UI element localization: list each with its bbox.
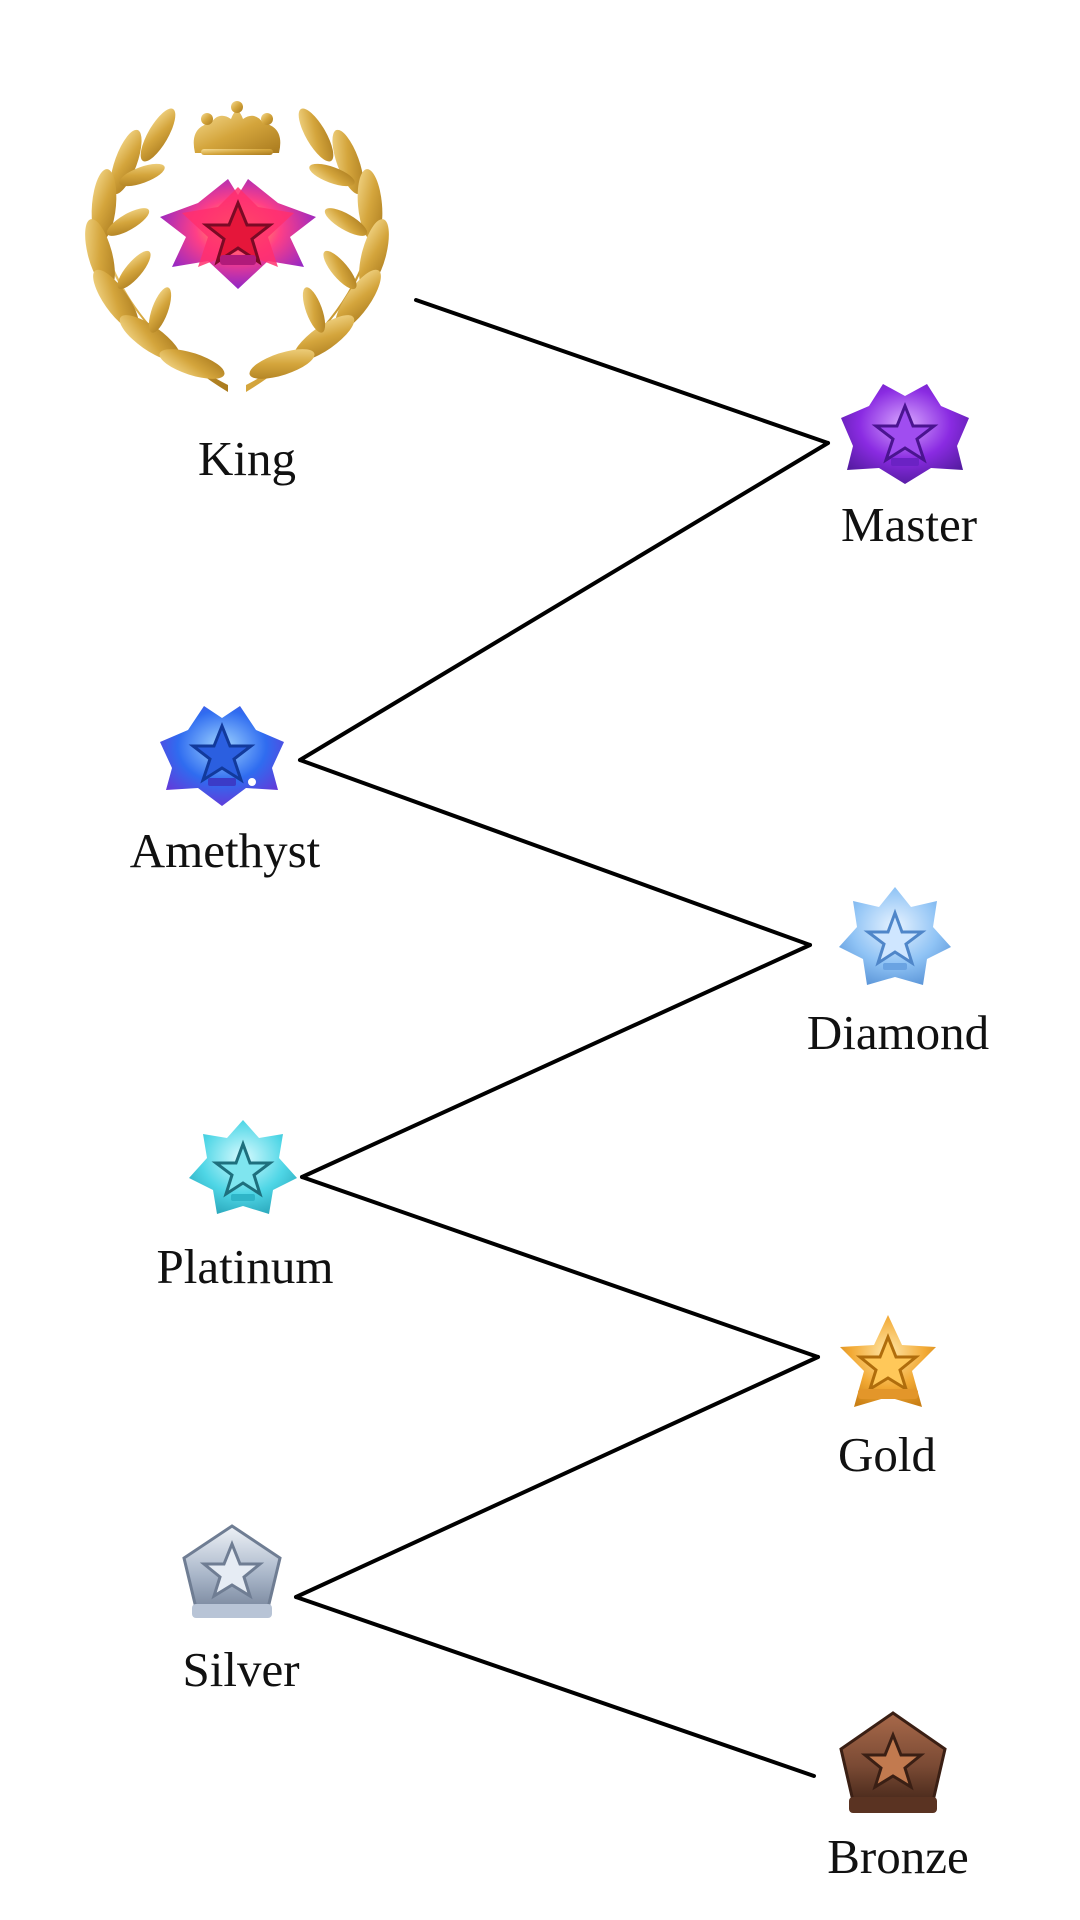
- rank-label-silver: Silver: [182, 1642, 300, 1697]
- rank-label-diamond: Diamond: [806, 1005, 990, 1060]
- connector-platinum-gold: [300, 1175, 820, 1359]
- rank-label-amethyst: Amethyst: [129, 823, 321, 878]
- amethyst-badge-icon: [160, 706, 284, 806]
- rank-label-bronze: Bronze: [827, 1829, 969, 1884]
- bronze-badge-icon: [839, 1711, 947, 1813]
- silver-badge-icon: [182, 1524, 282, 1618]
- connector-king-master: [414, 298, 830, 445]
- laurel-left-icon: [85, 108, 228, 392]
- connector-master-amethyst: [298, 441, 830, 762]
- master-badge-icon: [841, 384, 969, 484]
- connector-silver-bronze: [294, 1595, 816, 1778]
- connector-gold-silver: [294, 1355, 820, 1599]
- gold-badge-icon: [840, 1315, 936, 1407]
- connector-diamond-platinum: [300, 943, 812, 1179]
- rank-label-gold: Gold: [838, 1427, 936, 1482]
- crown-ornament-icon: [193, 101, 281, 155]
- king-badge-icon: [85, 101, 389, 392]
- diamond-badge-icon: [839, 887, 951, 985]
- platinum-badge-icon: [189, 1120, 297, 1214]
- connector-lines: [294, 298, 830, 1778]
- laurel-right-icon: [246, 108, 389, 392]
- rank-label-master: Master: [840, 497, 978, 552]
- connector-amethyst-diamond: [298, 758, 812, 947]
- rank-label-king: King: [198, 431, 296, 486]
- king-star-icon: [160, 179, 316, 289]
- rank-label-platinum: Platinum: [156, 1239, 334, 1294]
